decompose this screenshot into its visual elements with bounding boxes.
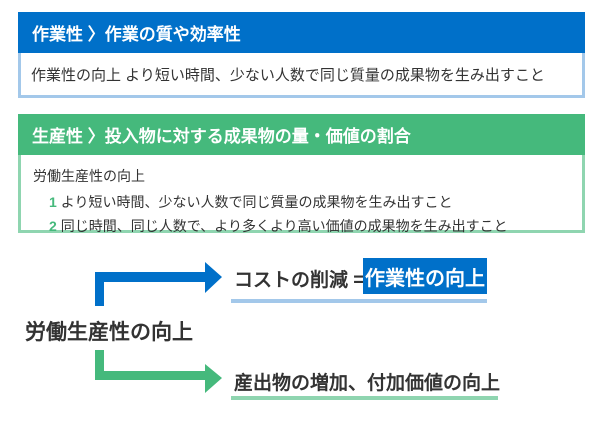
productivity-header: 生産性 〉投入物に対する成果物の量・価値の割合 (18, 114, 585, 155)
work-header: 作業性 〉作業の質や効率性 (18, 12, 585, 53)
item-number: 1 (49, 194, 57, 210)
work-improvement-highlight: 作業性の向上 (363, 258, 487, 294)
work-definition-box: 作業性 〉作業の質や効率性 作業性の向上 より短い時間、少ない人数で同じ質量の成… (18, 12, 585, 98)
productivity-title: 労働生産性の向上 (33, 168, 145, 184)
item-text: 同じ時間、同じ人数で、より多くより高い価値の成果物を生み出すこと (60, 218, 508, 234)
green-underline (231, 396, 498, 400)
output-increase-label: 産出物の増加、付加価値の向上 (234, 373, 501, 394)
green-arrow-icon (95, 350, 222, 393)
labor-productivity-label: 労働生産性の向上 (25, 321, 193, 344)
item-text: より短い時間、少ない人数で同じ質量の成果物を生み出すこと (60, 194, 453, 210)
blue-arrow-icon (95, 262, 222, 306)
cost-reduction-label: コストの削減 = (234, 270, 365, 291)
blue-underline (231, 299, 487, 303)
work-body: 作業性の向上 より短い時間、少ない人数で同じ質量の成果物を生み出すこと (18, 53, 585, 98)
item-number: 2 (49, 218, 57, 234)
